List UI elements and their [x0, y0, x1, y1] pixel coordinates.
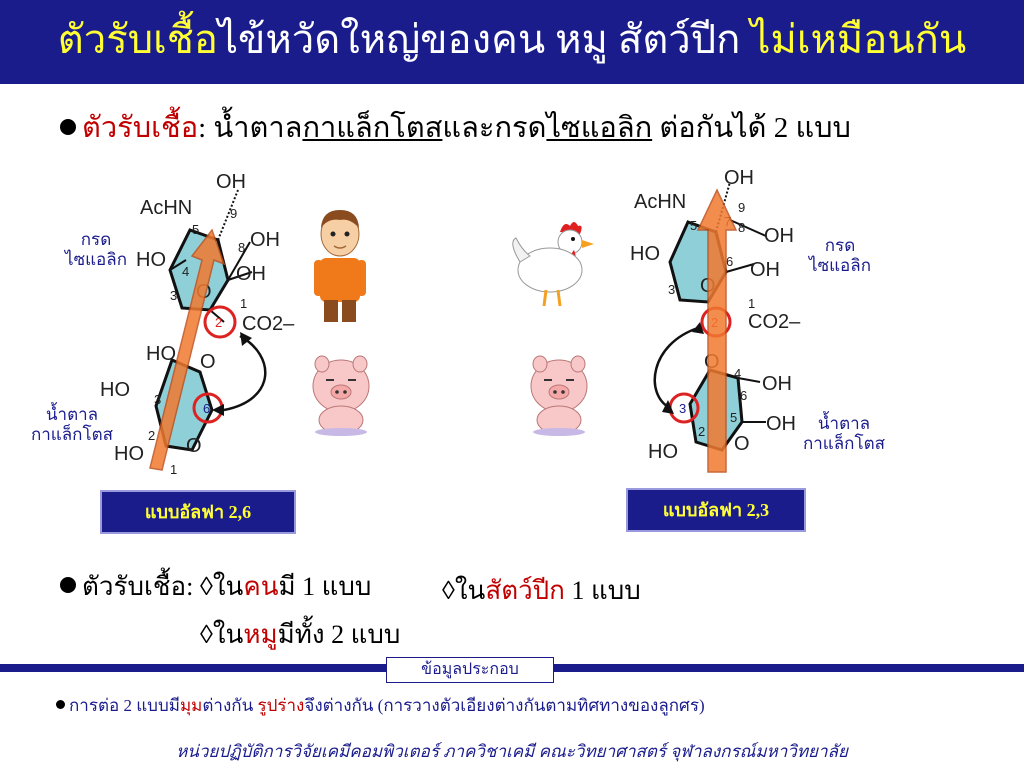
arrowhead — [212, 404, 224, 416]
slide-title: ตัวรับเชื้อไข้หวัดใหญ่ของคน หมู สัตว์ปีก… — [57, 17, 967, 62]
atom-co2: CO2– — [242, 313, 295, 335]
carbon-number: 2 — [148, 428, 155, 443]
bond — [227, 241, 251, 281]
bullet-dot — [60, 577, 76, 593]
arrowhead — [662, 400, 674, 414]
carbon-number: 3 — [679, 401, 686, 416]
atom-oh: OH — [724, 167, 754, 189]
bond — [209, 309, 225, 323]
carbon-number: 4 — [182, 264, 189, 279]
carbon-number: 6 — [740, 388, 747, 403]
right-molecule-alpha-2-3: OH AcHN OH OH HO O CO2– O OH OH HO O 9 8… — [630, 167, 801, 473]
atom-oh: OH — [762, 373, 792, 395]
atom-ho: HO — [136, 249, 166, 271]
carbon-number: 2 — [215, 315, 222, 330]
pig-receptor-text: ◊ในหมูมีทั้ง 2 แบบ — [200, 620, 401, 649]
alpha-2-6-label-box: แบบอัลฟา 2,6 — [100, 490, 296, 534]
atom-achn: AcHN — [634, 191, 686, 213]
atom-oh: OH — [764, 225, 794, 247]
carbon-number: 9 — [230, 206, 237, 221]
orientation-arrow — [149, 228, 226, 471]
footer-credit: หน่วยปฏิบัติการวิจัยเคมีคอมพิวเตอร์ ภาคว… — [176, 742, 848, 761]
left-galactose-label: น้ำตาล กาแล็กโตส — [30, 405, 114, 444]
carbon-number: 5 — [730, 410, 737, 425]
bullet-info-note: การต่อ 2 แบบมีมุมต่างกัน รูปร่างจึงต่างก… — [56, 692, 705, 719]
linkage-arrow — [653, 326, 699, 410]
atom-o: O — [186, 435, 202, 457]
carbon-number: 1 — [748, 296, 755, 311]
atom-oh: OH — [766, 413, 796, 435]
atom-oh: OH — [236, 263, 266, 285]
left-sialic-acid-label: กรด ไซแอลิก — [65, 230, 127, 269]
carbon-number: 5 — [690, 218, 697, 233]
atom-oh: OH — [250, 229, 280, 251]
info-label-box: ข้อมูลประกอบ — [386, 657, 554, 683]
carbon-number: 8 — [238, 240, 245, 255]
carbon-number: 2 — [698, 424, 705, 439]
atom-ho: HO — [648, 441, 678, 463]
arrowhead — [240, 332, 252, 346]
bond — [169, 259, 187, 271]
atom-ho: HO — [146, 343, 176, 365]
rooster-icon — [512, 222, 594, 307]
right-sialic-acid-label: กรด ไซแอลิก — [809, 236, 871, 275]
human-receptor-text: ◊ในคนมี 1 แบบ — [200, 572, 372, 601]
atom-ho: HO — [630, 243, 660, 265]
atom-o: O — [200, 351, 216, 373]
bond — [737, 377, 761, 383]
bird-receptor-text: ◊ในสัตว์ปีก 1 แบบ — [442, 576, 641, 605]
atom-co2: CO2– — [748, 311, 801, 333]
atom-o: O — [734, 433, 750, 455]
right-galactose-label: น้ำตาล กาแล็กโตส — [802, 414, 886, 453]
carbon-number: 1 — [170, 462, 177, 477]
left-molecule-alpha-2-6: OH AcHN OH OH HO O CO2– HO O HO HO O 9 8… — [100, 171, 295, 477]
bond — [725, 263, 755, 273]
carbon-number: 3 — [154, 392, 161, 407]
bond — [227, 271, 253, 281]
carbon-number: 5 — [192, 222, 199, 237]
atom-oh: OH — [750, 259, 780, 281]
carbon-number: 4 — [734, 366, 741, 381]
atom-ho: HO — [100, 379, 130, 401]
human-icon — [314, 210, 366, 322]
carbon-number: 6 — [203, 401, 210, 416]
alpha-2-3-label-box: แบบอัลฟา 2,3 — [626, 488, 806, 532]
arrowhead — [692, 322, 704, 334]
carbon-number: 8 — [738, 220, 745, 235]
bullet-receptor-definition: ตัวรับเชื้อ: น้ำตาลกาแล็กโตสและกรดไซแอลิ… — [60, 104, 851, 150]
carbon-number: 3 — [170, 288, 177, 303]
bond — [729, 219, 767, 237]
atom-achn: AcHN — [140, 197, 192, 219]
pig-icon — [312, 355, 370, 436]
atom-oh: OH — [216, 171, 246, 193]
title-bar — [0, 0, 1024, 84]
bullet-dot — [56, 700, 65, 709]
carbon-number: 3 — [668, 282, 675, 297]
pig-icon — [530, 355, 588, 436]
carbon-number: 1 — [240, 296, 247, 311]
carbon-number: 9 — [738, 200, 745, 215]
bullet-receptor-types: ตัวรับเชื้อ: — [60, 566, 193, 607]
highlight-c2-circle — [203, 305, 237, 339]
atom-ho: HO — [114, 443, 144, 465]
carbon-number: 6 — [726, 254, 733, 269]
bond — [217, 189, 239, 241]
bullet-dot — [60, 119, 76, 135]
orientation-arrow — [696, 188, 738, 473]
linkage-arrow — [223, 334, 267, 412]
